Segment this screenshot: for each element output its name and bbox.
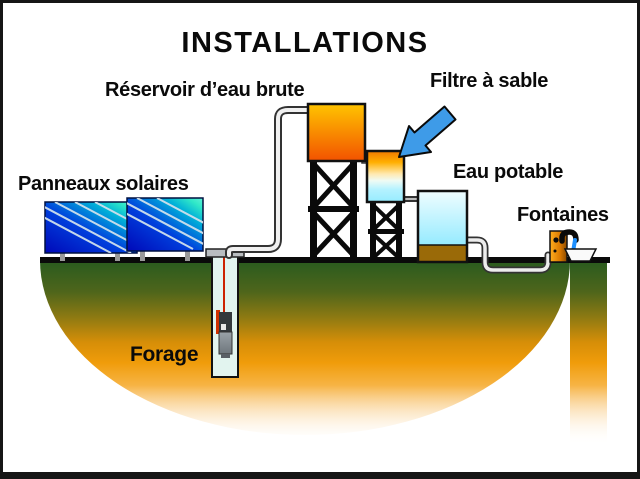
distribution-pipe xyxy=(463,236,552,274)
frame-border-bottom xyxy=(0,472,640,479)
pointer-arrow-icon xyxy=(398,105,457,158)
solar-panel-leg xyxy=(140,250,145,261)
label-fountains: Fontaines xyxy=(517,204,609,226)
solar-panel xyxy=(44,201,138,254)
solar-panel-leg xyxy=(115,253,120,261)
solar-panel-array xyxy=(44,197,204,261)
sand-filter-tank xyxy=(365,149,406,204)
ground-mass xyxy=(40,260,570,435)
fountain-spout xyxy=(559,229,579,244)
submersible-pump xyxy=(216,310,233,358)
page-title: INSTALLATIONS xyxy=(181,27,429,59)
solar-panel-leg xyxy=(60,253,65,261)
solar-panel-leg xyxy=(185,250,190,261)
label-borehole: Forage xyxy=(130,343,199,366)
sand-layer xyxy=(418,245,467,262)
raw-water-tower xyxy=(308,158,359,258)
solar-panel xyxy=(126,197,204,252)
ground-surface-line xyxy=(40,257,610,263)
label-drinking-water: Eau potable xyxy=(453,161,564,183)
label-sand-filter: Filtre à sable xyxy=(430,70,549,92)
ground-right-strip xyxy=(570,260,607,445)
raw-water-tank xyxy=(306,102,367,163)
fountain-basin xyxy=(563,248,598,262)
sand-filter-tower xyxy=(368,202,404,260)
potable-water-tank xyxy=(416,189,469,264)
fountain xyxy=(549,229,598,263)
riser-pipe xyxy=(225,106,313,259)
label-raw-water-reservoir: Réservoir d’eau brute xyxy=(105,79,305,101)
label-solar-panels: Panneaux solaires xyxy=(18,173,189,195)
